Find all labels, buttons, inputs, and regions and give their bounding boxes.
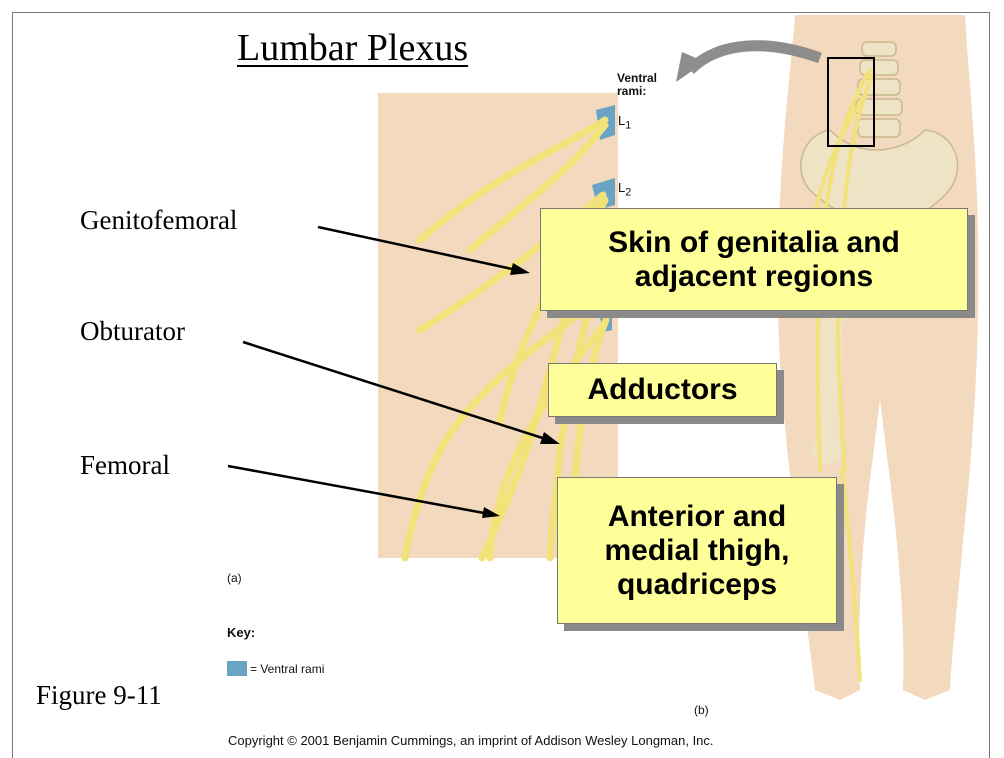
callout-adductors-text: Adductors bbox=[588, 373, 738, 407]
genitofemoral-label: Genitofemoral bbox=[80, 205, 237, 236]
vertebra-label-l2: L2 bbox=[618, 180, 631, 199]
callout-thigh-line2: medial thigh, bbox=[604, 534, 789, 568]
figure-label: Figure 9-11 bbox=[36, 680, 162, 711]
obturator-label: Obturator bbox=[80, 316, 185, 347]
callout-genitalia-line1: Skin of genitalia and bbox=[608, 226, 900, 260]
panel-b-label: (b) bbox=[694, 703, 709, 717]
copyright-notice: Copyright © 2001 Benjamin Cummings, an i… bbox=[228, 733, 714, 748]
ventral-rami-label: Ventral rami: bbox=[617, 72, 657, 98]
vertebra-label-l1: L1 bbox=[618, 113, 631, 132]
key-heading: Key: bbox=[227, 625, 255, 640]
callout-genitalia-skin: Skin of genitalia and adjacent regions bbox=[540, 208, 968, 311]
key-item-label: = Ventral rami bbox=[250, 662, 324, 676]
callout-adductors: Adductors bbox=[548, 363, 777, 417]
callout-thigh-line1: Anterior and bbox=[604, 500, 789, 534]
callout-thigh-line3: quadriceps bbox=[604, 568, 789, 602]
femoral-label: Femoral bbox=[80, 450, 170, 481]
ventral-rami-label-line2: rami: bbox=[617, 85, 657, 98]
ventral-rami-key-swatch bbox=[227, 661, 247, 676]
callout-genitalia-line2: adjacent regions bbox=[608, 260, 900, 294]
panel-a-label: (a) bbox=[227, 571, 242, 585]
callout-anterior-medial-thigh: Anterior and medial thigh, quadriceps bbox=[557, 477, 837, 624]
slide-title: Lumbar Plexus bbox=[237, 26, 468, 70]
